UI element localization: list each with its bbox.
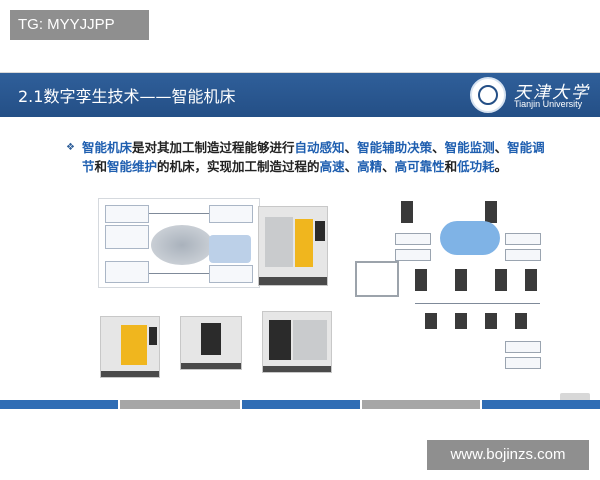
page-number-tag — [560, 393, 590, 403]
university-logo: 天津大学 Tianjin University — [470, 77, 594, 113]
diagram-box — [105, 225, 149, 249]
highlight-term: 智能监测 — [444, 140, 495, 155]
things-icon — [209, 235, 251, 263]
diagram-box — [105, 261, 149, 283]
description-text: 、 — [344, 140, 358, 155]
diagram-box — [505, 357, 541, 369]
machine-icon — [401, 201, 413, 223]
diagram-box — [505, 233, 541, 245]
highlight-term: 智能维护 — [107, 159, 158, 174]
machine-icon — [415, 269, 427, 291]
highlight-term: 高可靠性 — [394, 159, 445, 174]
description-text: 的机床，实现加工制造过程的 — [157, 159, 320, 174]
diagram-box — [395, 249, 431, 261]
tag-label: TG: MYYJJPP — [10, 10, 149, 40]
arrow-icon — [149, 213, 209, 214]
cnc-machine-image — [100, 316, 160, 378]
monitor-icon — [355, 261, 399, 297]
highlight-term: 智能调节 — [82, 140, 545, 174]
arrow-icon — [149, 273, 209, 274]
footer-strip — [120, 400, 240, 409]
footer-strip — [482, 400, 600, 409]
diagram-box — [209, 205, 253, 223]
description-text: 、 — [432, 140, 445, 155]
footer-strip — [0, 400, 118, 409]
cloud-icon — [440, 221, 500, 255]
bus-line — [415, 303, 540, 304]
network-diagram — [355, 191, 545, 391]
description-text: 、 — [382, 159, 395, 174]
footer-strip — [242, 400, 360, 409]
diagram-box — [505, 249, 541, 261]
slide-title: 2.1数字孪生技术——智能机床 — [18, 87, 236, 106]
highlight-term: 自动感知 — [294, 140, 345, 155]
machine-icon — [485, 201, 497, 223]
controller-icon — [425, 313, 437, 329]
diagram-box — [209, 265, 253, 283]
machine-icon — [525, 269, 537, 291]
diagram-box — [505, 341, 541, 353]
bullet-icon: ❖ — [66, 142, 75, 153]
diagram-box — [105, 205, 149, 223]
highlight-term: 高速 — [319, 159, 345, 174]
description-text: 和 — [444, 159, 458, 174]
description-text: 、 — [344, 159, 358, 174]
description-text: 和 — [94, 159, 108, 174]
slide-description: 智能机床是对其加工制造过程能够进行自动感知、智能辅助决策、智能监测、智能调节和智… — [82, 138, 552, 176]
highlight-term: 低功耗 — [457, 159, 495, 174]
controller-icon — [515, 313, 527, 329]
machine-icon — [455, 269, 467, 291]
university-name-en: Tianjin University — [514, 99, 583, 109]
machine-icon — [495, 269, 507, 291]
university-seal-icon — [470, 77, 506, 113]
description-text: 、 — [494, 140, 508, 155]
footer-strip — [362, 400, 480, 409]
cnc-machine-image — [262, 311, 332, 373]
highlight-term: 智能机床 — [82, 140, 133, 155]
cnc-machine-image — [180, 316, 242, 370]
slide-header: 2.1数字孪生技术——智能机床 天津大学 Tianjin University — [0, 73, 600, 117]
university-name-cn: 天津大学 — [514, 83, 590, 103]
highlight-term: 高精 — [357, 159, 383, 174]
smart-machine-diagram — [98, 198, 260, 288]
diagram-box — [395, 233, 431, 245]
cnc-machine-image — [258, 206, 328, 286]
controller-icon — [455, 313, 467, 329]
description-text: 是对其加工制造过程能够进行 — [132, 140, 295, 155]
watermark-label: www.bojinzs.com — [427, 440, 589, 470]
description-text: 。 — [494, 159, 508, 174]
word-cloud-icon — [151, 225, 213, 265]
controller-icon — [485, 313, 497, 329]
slide: 2.1数字孪生技术——智能机床 天津大学 Tianjin University … — [0, 72, 600, 409]
highlight-term: 智能辅助决策 — [357, 140, 433, 155]
